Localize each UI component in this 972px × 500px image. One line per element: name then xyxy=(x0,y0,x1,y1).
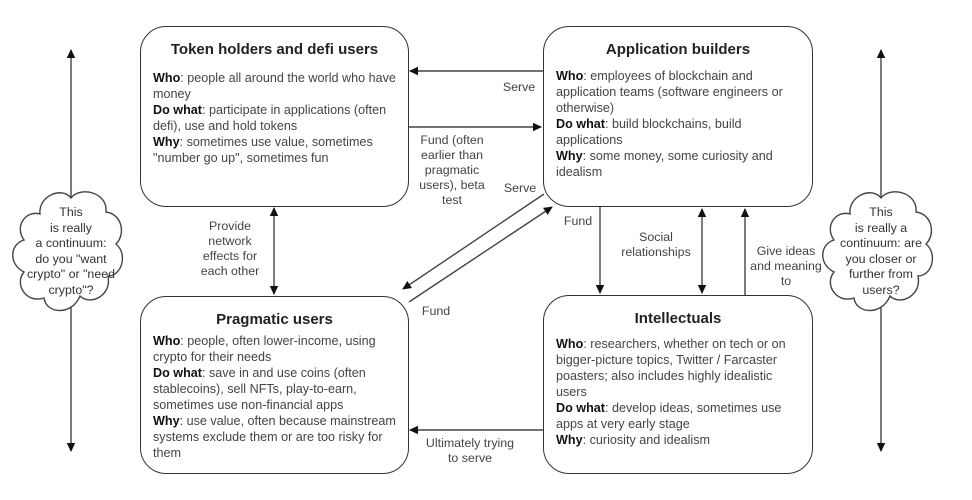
label-network-effects: Provide network effects for each other xyxy=(200,219,260,278)
why-label: Why xyxy=(153,414,180,428)
right-cloud-line: is really a xyxy=(854,220,908,235)
label-ultimately-serve: Ultimately trying to serve xyxy=(425,436,515,465)
intellectuals-body: Who: researchers, whether on tech or on … xyxy=(556,336,800,448)
why-label: Why xyxy=(556,149,583,163)
intellectuals-title: Intellectuals xyxy=(634,310,722,327)
label-serve-pragmatic: Serve xyxy=(503,181,537,195)
right-cloud-shape xyxy=(822,191,934,312)
label-fund-intellectuals: Fund xyxy=(563,214,593,228)
why-text: : use value, often because mainstream sy… xyxy=(153,414,396,460)
why-label: Why xyxy=(153,135,180,149)
arrow-builders-serve-pragmatic xyxy=(402,193,545,290)
who-text: : researchers, whether on tech or on big… xyxy=(556,337,786,399)
label-fund-pragmatic: Fund xyxy=(421,304,451,318)
pragmatic-users-body: Who: people, often lower-income, using c… xyxy=(153,333,396,461)
token-holders-box: Token holders and defi users Who: people… xyxy=(140,26,409,207)
right-cloud-line: continuum: are xyxy=(840,236,922,250)
token-holders-title: Token holders and defi users xyxy=(170,41,379,58)
right-cloud-text: This is really a continuum: are you clos… xyxy=(826,205,936,298)
why-text: : sometimes use value, sometimes "number… xyxy=(153,135,373,165)
do-what-label: Do what xyxy=(556,117,605,131)
label-give-ideas: Give ideas and meaning to xyxy=(750,244,822,288)
left-cloud-line: crypto"? xyxy=(48,282,94,297)
do-what-label: Do what xyxy=(556,401,605,415)
who-label: Who xyxy=(153,71,181,85)
application-builders-box: Application builders Who: employees of b… xyxy=(543,26,813,207)
left-cloud-line: do you "want xyxy=(35,251,107,266)
who-label: Who xyxy=(556,337,584,351)
left-cloud-line: is really xyxy=(50,220,92,235)
do-what-label: Do what xyxy=(153,103,202,117)
do-what-text: : participate in applications (often def… xyxy=(153,103,387,133)
token-holders-body: Who: people all around the world who hav… xyxy=(153,70,396,166)
who-text: : people all around the world who have m… xyxy=(153,71,396,101)
left-cloud-line: a continuum: xyxy=(35,236,107,250)
do-what-text: : save in and use coins (often stablecoi… xyxy=(153,366,366,412)
intellectuals-box: Intellectuals Who: researchers, whether … xyxy=(543,295,813,474)
pragmatic-users-title: Pragmatic users xyxy=(216,311,333,328)
right-cloud-line: users? xyxy=(862,282,900,297)
label-social-relationships: Social relationships xyxy=(621,230,691,259)
why-label: Why xyxy=(556,433,583,447)
do-what-label: Do what xyxy=(153,366,202,380)
do-what-text: : build blockchains, build applications xyxy=(556,117,742,147)
application-builders-body: Who: employees of blockchain and applica… xyxy=(556,68,800,180)
do-what-text: : develop ideas, sometimes use apps at v… xyxy=(556,401,782,431)
why-text: : some money, some curiosity and idealis… xyxy=(556,149,773,179)
right-cloud-line: you closer or xyxy=(845,251,917,266)
application-builders-title: Application builders xyxy=(605,41,751,58)
who-label: Who xyxy=(153,334,181,348)
who-text: : people, often lower-income, using cryp… xyxy=(153,334,376,364)
label-serve-token: Serve xyxy=(502,80,536,94)
left-cloud-line: This xyxy=(59,205,83,219)
left-cloud-shape xyxy=(12,191,124,312)
right-cloud-line: This xyxy=(869,205,893,219)
pragmatic-users-box: Pragmatic users Who: people, often lower… xyxy=(140,296,409,474)
who-text: : employees of blockchain and applicatio… xyxy=(556,69,783,115)
who-label: Who xyxy=(556,69,584,83)
right-cloud-line: further from xyxy=(848,267,914,281)
arrow-pragmatic-fund-builders xyxy=(408,206,553,303)
left-cloud-text: This is really a continuum: do you "want… xyxy=(16,205,126,298)
label-fund-beta-test: Fund (often earlier than pragmatic users… xyxy=(419,133,485,207)
why-text: : curiosity and idealism xyxy=(582,433,710,447)
left-cloud-line: crypto" or "need xyxy=(26,267,115,281)
